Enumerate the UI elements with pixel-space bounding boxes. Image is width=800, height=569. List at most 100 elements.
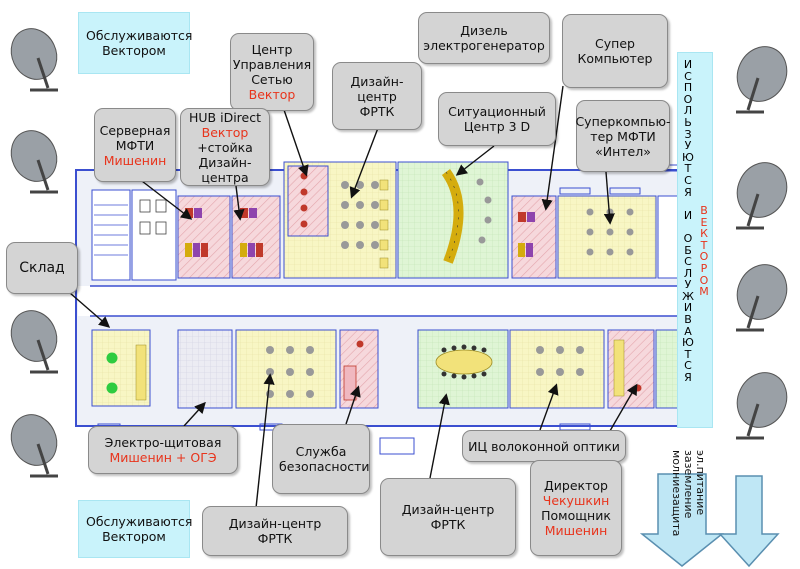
satellite-dish-icon	[736, 372, 788, 440]
supercomputer-mipt-l3: «Интел»	[595, 143, 651, 159]
vertical-letter: Е	[700, 215, 708, 229]
hub-label: HUB iDirect Вектор +стойка Дизайн-центра	[180, 108, 270, 186]
vertical-letter: А	[684, 324, 692, 338]
served-note-bottom: Обслуживаются Вектором	[78, 500, 193, 558]
design-center-bottom-mid-l1: Дизайн-центр	[401, 502, 495, 517]
vertical-letter: Т	[700, 238, 708, 252]
vertical-letter: С	[684, 69, 692, 83]
fiber-center-text: ИЦ волоконной оптики	[468, 438, 620, 454]
supercomputer-l2: Компьютер	[577, 51, 653, 66]
design-center-bottom-left-l1: Дизайн-центр	[228, 516, 322, 531]
design-center-bottom-mid-l2: ФРТК	[430, 517, 466, 532]
design-center-bottom-mid-label: Дизайн-центр ФРТК	[380, 478, 516, 556]
vertical-letter: Р	[700, 261, 708, 275]
vertical-letter: Я	[684, 371, 692, 385]
down-arrow-icon	[639, 473, 780, 568]
vertical-letter: С	[684, 359, 692, 373]
vertical-letter: М	[699, 285, 709, 299]
network-center-l2: Сетью	[251, 72, 293, 87]
satellite-dish-icon	[10, 414, 58, 478]
served-note-bottom-text: Обслуживаются Вектором	[86, 514, 193, 544]
vertical-letter: И	[683, 208, 693, 222]
supercomputer-mipt-l2: тер МФТИ	[590, 128, 656, 144]
security-l2: безопасности	[279, 459, 370, 474]
vertical-letter: П	[683, 81, 693, 95]
electro-panel-label: Электро-щитовая Мишенин + ОГЭ	[88, 426, 238, 474]
director-l4: Мишенин	[544, 523, 608, 538]
supercomputer-label: Супер Компьютер	[562, 14, 668, 88]
hub-l4: Дизайн-центра	[198, 154, 252, 185]
supercomputer-mipt-label: Суперкомпью- тер МФТИ «Интел»	[575, 100, 671, 172]
vertical-letter: О	[683, 231, 693, 245]
vertical-letter: О	[699, 250, 709, 264]
electro-panel-l2: Мишенин + ОГЭ	[109, 450, 217, 465]
satellite-dish-icon	[736, 162, 788, 230]
served-note-top: Обслуживаются Вектором	[78, 12, 193, 74]
diesel-text: Дизель электрогенератор	[423, 23, 545, 53]
vertical-letter: В	[700, 204, 708, 217]
security-l1: Служба	[295, 444, 347, 459]
network-center-l3: Вектор	[248, 87, 296, 102]
hub-l3: +стойка	[197, 139, 253, 155]
diesel-label: Дизель электрогенератор	[418, 12, 550, 64]
satellite-dish-icon	[736, 46, 788, 114]
electro-panel-l1: Электро-щитовая	[104, 435, 222, 450]
vertical-letter: Т	[684, 162, 692, 176]
vertical-letter: О	[699, 273, 709, 287]
supercomputer-mipt-l1: Суперкомпью-	[575, 113, 671, 129]
vertical-letter: Б	[684, 243, 692, 257]
vertical-letter	[686, 198, 690, 210]
vertical-letter: Л	[683, 266, 693, 280]
supercomputer-l1: Супер	[595, 36, 635, 51]
hub-l1: HUB iDirect	[189, 109, 261, 125]
vertical-letter: О	[683, 92, 693, 106]
vertical-letter: И	[683, 301, 693, 315]
vertical-letter: В	[684, 313, 692, 327]
design-center-top-l2: ФРТК	[359, 103, 395, 119]
satellite-dish-icon	[10, 28, 58, 92]
satellite-dish-icon	[10, 130, 58, 194]
server-room-l1: Серверная	[99, 122, 171, 138]
vertical-letter: У	[684, 278, 692, 292]
network-center-label: Центр Управления Сетью Вектор	[230, 33, 314, 111]
vertical-letter: Ю	[682, 150, 694, 164]
vertical-letter: И	[683, 58, 693, 71]
served-note-top-text: Обслуживаются Вектором	[86, 28, 193, 58]
design-center-top-label: Дизайн-центр ФРТК	[332, 62, 422, 130]
vertical-letter: У	[684, 139, 692, 153]
director-l3: Помощник	[541, 508, 611, 523]
director-l2: Чекушкин	[542, 493, 610, 508]
network-center-l1: Центр Управления	[232, 42, 312, 72]
server-room-l3: Мишенин	[103, 152, 167, 168]
vertical-letter: С	[684, 173, 692, 187]
power-arrow-text-content: эл.питание заземление молниезащита	[670, 450, 707, 537]
top-rooms	[91, 161, 689, 281]
warehouse-label: Склад	[6, 242, 78, 294]
situation-center-l1: Ситуационный	[448, 104, 546, 119]
security-label: Служба безопасности	[272, 424, 370, 494]
vertical-letter: Я	[684, 185, 692, 199]
hub-l2: Вектор	[201, 124, 249, 140]
power-arrow-text: эл.питание заземление молниезащита	[670, 450, 707, 550]
design-center-bottom-left-label: Дизайн-центр ФРТК	[202, 506, 348, 556]
fiber-center-label: ИЦ волоконной оптики	[462, 430, 626, 462]
vertical-letter: Ж	[682, 289, 694, 303]
director-label: Директор Чекушкин Помощник Мишенин	[530, 460, 622, 556]
director-l1: Директор	[544, 478, 608, 493]
vertical-letter: С	[684, 255, 692, 269]
vertical-letter: Ь	[684, 115, 692, 129]
server-room-l2: МФТИ	[115, 137, 155, 153]
satellite-dish-icon	[10, 310, 58, 374]
situation-center-l2: Центр 3 D	[463, 119, 531, 134]
server-room-label: Серверная МФТИ Мишенин	[94, 108, 176, 182]
design-center-top-l1: Дизайн-центр	[350, 73, 404, 104]
vertical-letter: Т	[684, 347, 692, 361]
vertical-letter: К	[700, 227, 708, 241]
satellite-dish-icon	[736, 264, 788, 332]
bottom-rooms	[91, 329, 689, 409]
vertical-letter: З	[684, 127, 692, 141]
